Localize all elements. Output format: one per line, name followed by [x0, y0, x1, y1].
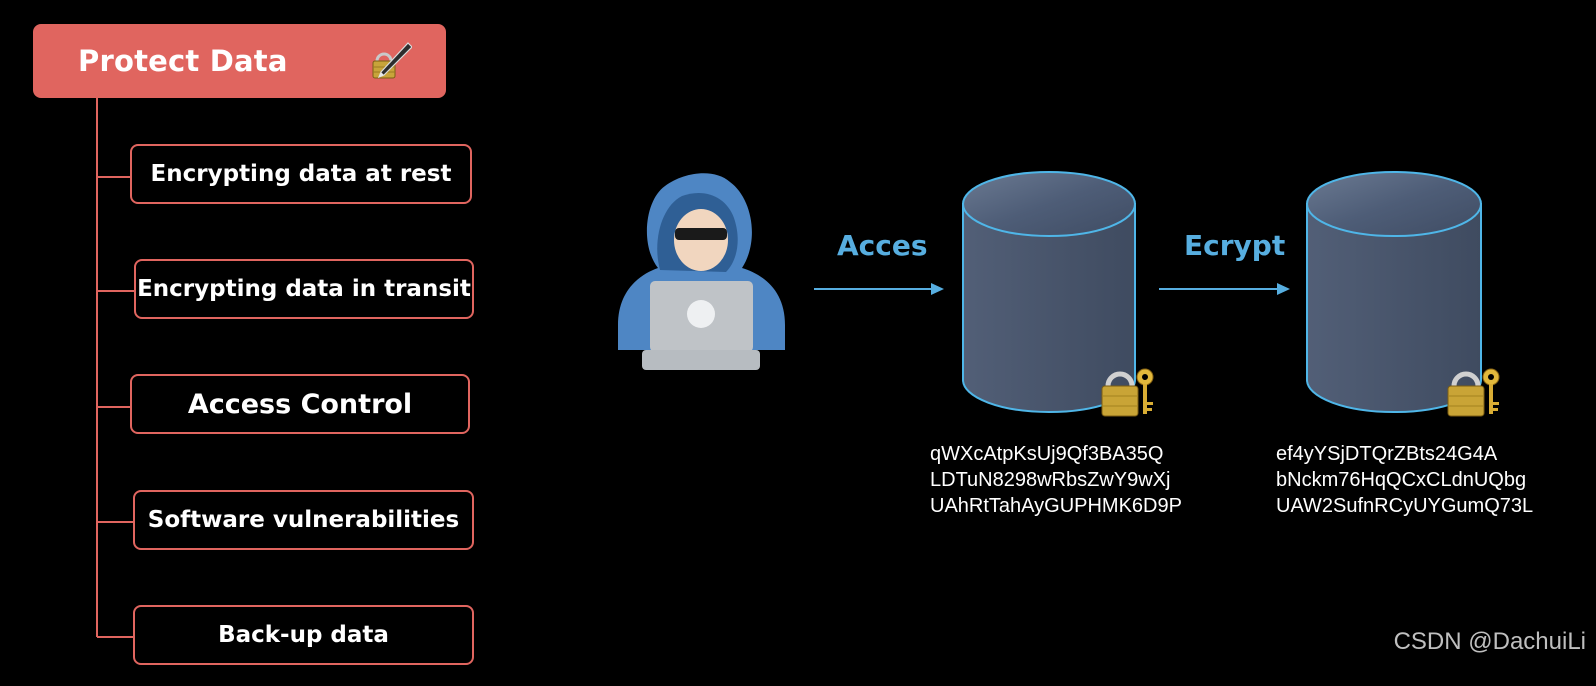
item-label: Software vulnerabilities	[147, 507, 460, 533]
plain-db-line: UAhRtTahAyGUPHMK6D9P	[930, 495, 1182, 517]
item-access-control: Access Control	[130, 374, 470, 434]
pen-lock-icon	[372, 42, 412, 79]
database-cylinder-icon	[1306, 171, 1482, 413]
padlock-key-icon	[1101, 368, 1154, 417]
access-label: Acces	[837, 229, 928, 262]
item-label: Back-up data	[218, 622, 389, 648]
protect-data-header: Protect Data	[33, 24, 446, 98]
item-label: Encrypting data in transit	[137, 276, 471, 302]
hacker-with-laptop-icon	[618, 173, 785, 370]
item-label: Encrypting data at rest	[150, 161, 452, 187]
page-title: Protect Data	[78, 44, 288, 78]
padlock-key-icon	[1447, 368, 1500, 417]
database-cylinder-icon	[962, 171, 1136, 413]
item-backup-data: Back-up data	[133, 605, 474, 665]
item-encrypting-at-rest: Encrypting data at rest	[130, 144, 472, 204]
access-arrow	[814, 283, 944, 295]
item-label: Access Control	[187, 388, 413, 420]
item-encrypting-in-transit: Encrypting data in transit	[134, 259, 474, 319]
encrypted-db-line: UAW2SufnRCyUYGumQ73L	[1276, 495, 1534, 517]
encrypt-arrow	[1159, 283, 1290, 295]
encrypted-db-text: ef4yYSjDTQrZBts24G4A bNckm76HqQCxCLdnUQb…	[1276, 441, 1533, 519]
plain-db-line: LDTuN8298wRbsZwY9wXj	[930, 469, 1171, 491]
watermark: CSDN @DachuiLi	[1393, 628, 1586, 655]
plain-db-line: qWXcAtpKsUj9Qf3BA35Q	[930, 443, 1164, 465]
plain-db-text: qWXcAtpKsUj9Qf3BA35Q LDTuN8298wRbsZwY9wX…	[930, 441, 1182, 519]
encrypted-db-line: ef4yYSjDTQrZBts24G4A	[1276, 443, 1498, 465]
encrypt-label: Ecrypt	[1184, 229, 1286, 262]
item-software-vulnerabilities: Software vulnerabilities	[133, 490, 474, 550]
encrypted-db-line: bNckm76HqQCxCLdnUQbg	[1276, 469, 1527, 491]
